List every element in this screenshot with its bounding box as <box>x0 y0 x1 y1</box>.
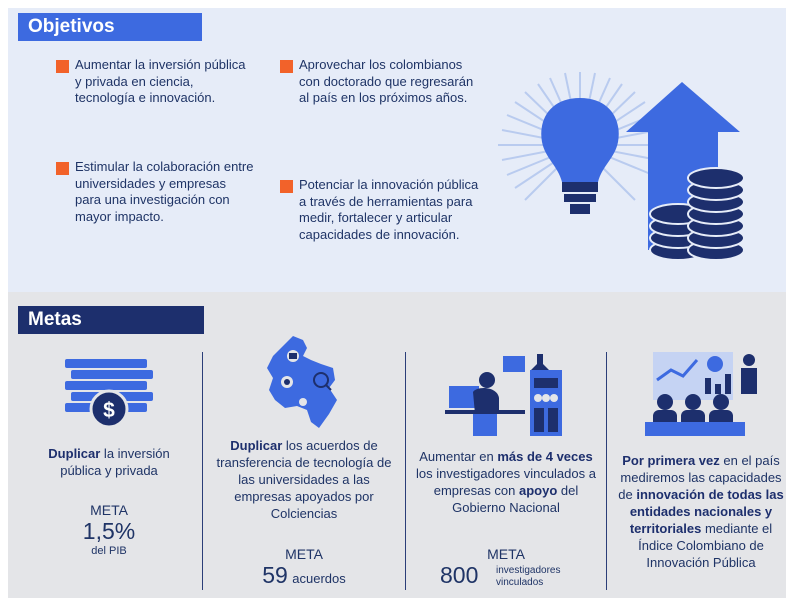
meta-col-2-value-row: 59 acuerdos <box>210 562 398 589</box>
meta-col-3-t2: los investigadores vinculados a empresas… <box>416 466 596 498</box>
meta-col-3-label: META <box>487 546 525 562</box>
lightbulb-icon <box>541 98 619 214</box>
bullet-square-icon <box>280 60 293 73</box>
meta-col-3-t1: Aumentar en <box>419 449 498 464</box>
meta-col-1-text: Duplicar la inversión pública y privada <box>28 445 190 479</box>
meta-col-3-unit: investigadores vinculados <box>496 565 561 588</box>
bullet-square-icon <box>280 180 293 193</box>
svg-text:$: $ <box>103 399 115 422</box>
meta-col-2-bold: Duplicar <box>230 438 283 453</box>
objective-text-3: Aprovechar los colombianos con doctorado… <box>299 57 474 105</box>
meta-col-2-value: 59 <box>262 562 288 588</box>
meta-col-2-desc: los acuerdos de transferencia de tecnolo… <box>216 438 392 521</box>
meta-col-4-t2: mediante el Índice Colombiano de Innovac… <box>638 521 773 570</box>
meta-col-3-b2: apoyo <box>519 483 558 498</box>
objective-item-4: Potenciar la innovación pública a través… <box>280 177 479 243</box>
objective-text-1: Aumentar la inversión pública y privada … <box>75 57 246 105</box>
objetivos-title: Objetivos <box>18 13 202 41</box>
researcher-lab-icon <box>445 354 562 436</box>
objective-text-2: Estimular la colaboración entre universi… <box>75 159 254 224</box>
colombia-map-icon <box>267 336 337 428</box>
lightbulb-growth-illustration <box>498 72 745 261</box>
coin-stack-icon <box>649 167 745 261</box>
column-divider <box>405 352 406 590</box>
objective-item-1: Aumentar la inversión pública y privada … <box>56 57 250 107</box>
column-divider <box>202 352 203 590</box>
objective-item-3: Aprovechar los colombianos con doctorado… <box>280 57 479 107</box>
meta-col-4-t1: en el país mediremos las capacidades de <box>618 453 782 502</box>
objective-item-2: Estimular la colaboración entre universi… <box>56 159 255 225</box>
meta-col-1-unit: del PIB <box>91 545 127 557</box>
column-divider <box>606 352 607 590</box>
metas-section <box>8 292 786 598</box>
meta-col-4-b2: innovación de todas las entidades nacion… <box>629 487 784 536</box>
meta-col-3-t3: del Gobierno Nacional <box>452 483 579 515</box>
meta-col-2-unit: acuerdos <box>292 571 346 586</box>
presentation-audience-icon <box>645 352 757 436</box>
meta-col-4-text: Por primera vez en el país mediremos las… <box>616 452 786 571</box>
objective-text-4: Potenciar la innovación pública a través… <box>299 177 479 242</box>
meta-col-1-value: 1,5% <box>82 518 136 544</box>
meta-col-1-bold: Duplicar <box>48 446 101 461</box>
metas-title: Metas <box>18 306 204 334</box>
bullet-square-icon <box>56 162 69 175</box>
meta-col-2-label: META <box>285 546 323 562</box>
meta-col-3-value: 800 <box>440 562 479 588</box>
meta-col-3-text: Aumentar en más de 4 veces los investiga… <box>416 448 596 516</box>
meta-col-4-b1: Por primera vez <box>622 453 720 468</box>
meta-col-1-desc: la inversión pública y privada <box>60 446 170 478</box>
meta-col-2-text: Duplicar los acuerdos de transferencia d… <box>210 437 398 522</box>
meta-col-1-label: META <box>90 502 128 518</box>
money-stack-icon: $ <box>65 359 153 429</box>
meta-col-3-b1: más de 4 veces <box>497 449 593 464</box>
bullet-square-icon <box>56 60 69 73</box>
